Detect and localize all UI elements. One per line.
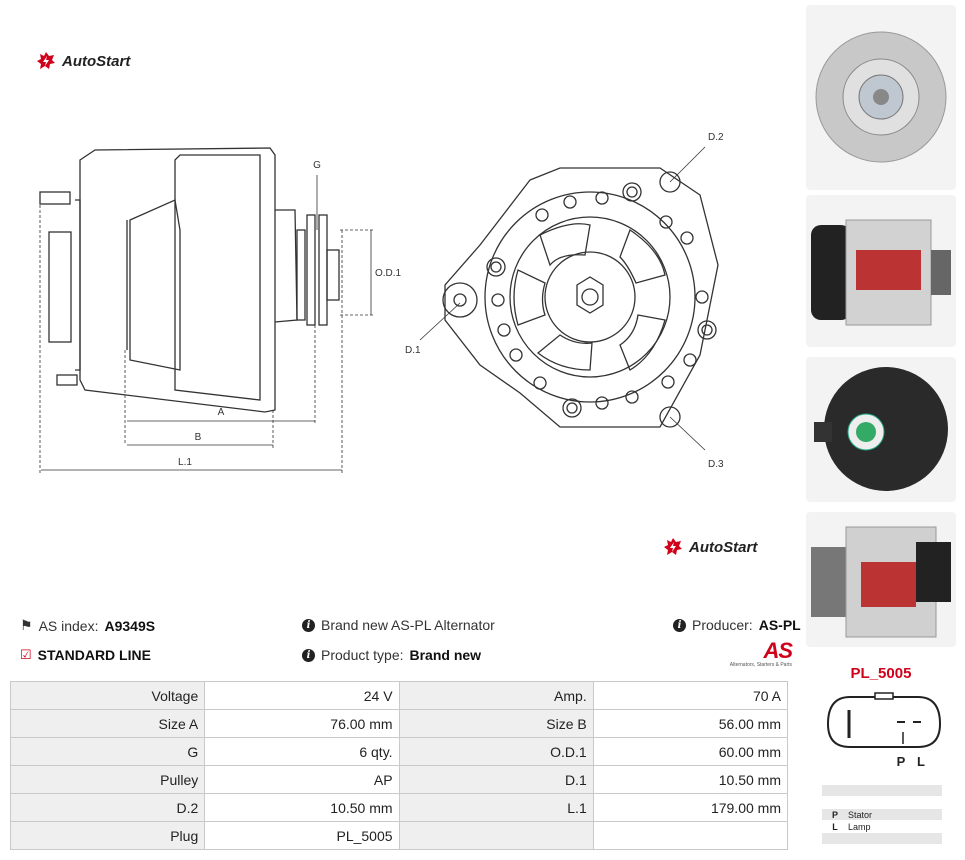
front-view-drawing: D.1 D.2 D.3 bbox=[405, 132, 724, 470]
spec-value: 60.00 mm bbox=[592, 737, 789, 766]
autostart-logo-icon bbox=[664, 538, 682, 555]
spec-label bbox=[398, 821, 594, 850]
spec-label: O.D.1 bbox=[398, 737, 594, 766]
spec-label: G bbox=[9, 737, 206, 766]
producer-label: Producer: bbox=[692, 617, 753, 633]
spec-value: 10.50 mm bbox=[204, 793, 400, 822]
autostart-logo-top: AutoStart bbox=[36, 51, 130, 71]
alternator-back-image bbox=[814, 367, 948, 491]
aspl-logo: AS Alternators, Starters & Parts bbox=[700, 638, 793, 669]
spec-label: Pulley bbox=[9, 765, 206, 794]
checkbox-icon: ☑ bbox=[20, 647, 32, 662]
spec-value: 6 qty. bbox=[204, 737, 400, 766]
as-index: ⚑ AS index: A9349S bbox=[20, 617, 155, 634]
product-type-value: Brand new bbox=[409, 647, 482, 663]
alternator-side-image bbox=[811, 219, 951, 326]
info-icon: i bbox=[673, 618, 686, 632]
label-od1: O.D.1 bbox=[375, 268, 402, 279]
aspl-logo-mark: AS bbox=[763, 638, 793, 663]
product-photo-front[interactable] bbox=[806, 5, 956, 190]
pin-l-label: L bbox=[917, 754, 925, 769]
product-type-label: Product type: bbox=[321, 647, 404, 663]
spec-value: 10.50 mm bbox=[592, 765, 789, 794]
spec-label: D.1 bbox=[398, 765, 594, 794]
info-icon: i bbox=[302, 618, 315, 632]
spec-value: 56.00 mm bbox=[592, 709, 789, 738]
spec-label: Voltage bbox=[9, 681, 206, 710]
spec-value: 76.00 mm bbox=[204, 709, 400, 738]
product-type: i Product type: Brand new bbox=[302, 647, 481, 663]
spec-label: D.2 bbox=[9, 793, 206, 822]
label-d2: D.2 bbox=[708, 132, 724, 143]
standard-line-badge: ☑ STANDARD LINE bbox=[20, 647, 151, 663]
standard-line-label: STANDARD LINE bbox=[37, 647, 151, 663]
autostart-logo-icon bbox=[37, 52, 55, 69]
label-b: B bbox=[195, 432, 202, 443]
label-g: G bbox=[313, 160, 321, 171]
brand-new-info: i Brand new AS-PL Alternator bbox=[302, 617, 495, 633]
alternator-angle-image bbox=[811, 526, 951, 638]
label-a: A bbox=[218, 407, 225, 418]
brand-name: AutoStart bbox=[689, 538, 758, 556]
spec-value: 24 V bbox=[204, 681, 400, 710]
product-photo-angle[interactable] bbox=[806, 512, 956, 647]
alternator-front-image bbox=[815, 31, 947, 163]
spec-label: Plug bbox=[9, 821, 206, 850]
label-d3: D.3 bbox=[708, 459, 724, 470]
label-l1: L.1 bbox=[178, 457, 192, 468]
plug-diagram: P L bbox=[826, 692, 942, 769]
brand-new-text: Brand new AS-PL Alternator bbox=[321, 617, 495, 633]
product-photo-side[interactable] bbox=[806, 195, 956, 347]
spec-value bbox=[592, 821, 789, 850]
brand-name: AutoStart bbox=[62, 52, 131, 70]
info-icon: i bbox=[302, 648, 315, 662]
aspl-tagline: Alternators, Starters & Parts bbox=[729, 662, 792, 668]
as-index-value: A9349S bbox=[104, 617, 156, 634]
label-d1: D.1 bbox=[405, 345, 421, 356]
spec-label: Amp. bbox=[398, 681, 594, 710]
plug-code: PL_5005 bbox=[850, 665, 912, 682]
spec-value: 179.00 mm bbox=[592, 793, 789, 822]
autostart-logo-bottom: AutoStart bbox=[663, 537, 757, 557]
tag-icon: ⚑ bbox=[20, 617, 33, 633]
side-view-drawing: A B L.1 G O.D.1 bbox=[39, 147, 402, 475]
producer: i Producer: AS-PL bbox=[673, 617, 801, 633]
spec-value: 70 A bbox=[592, 681, 789, 710]
spec-label: Size B bbox=[398, 709, 594, 738]
spec-value: PL_5005 bbox=[204, 821, 400, 850]
spec-label: Size A bbox=[9, 709, 206, 738]
producer-value: AS-PL bbox=[758, 617, 801, 633]
product-photo-back[interactable] bbox=[806, 357, 956, 502]
pin-p-label: P bbox=[897, 754, 906, 769]
spec-label: L.1 bbox=[398, 793, 594, 822]
spec-value: AP bbox=[204, 765, 400, 794]
as-index-label: AS index: bbox=[38, 617, 99, 634]
